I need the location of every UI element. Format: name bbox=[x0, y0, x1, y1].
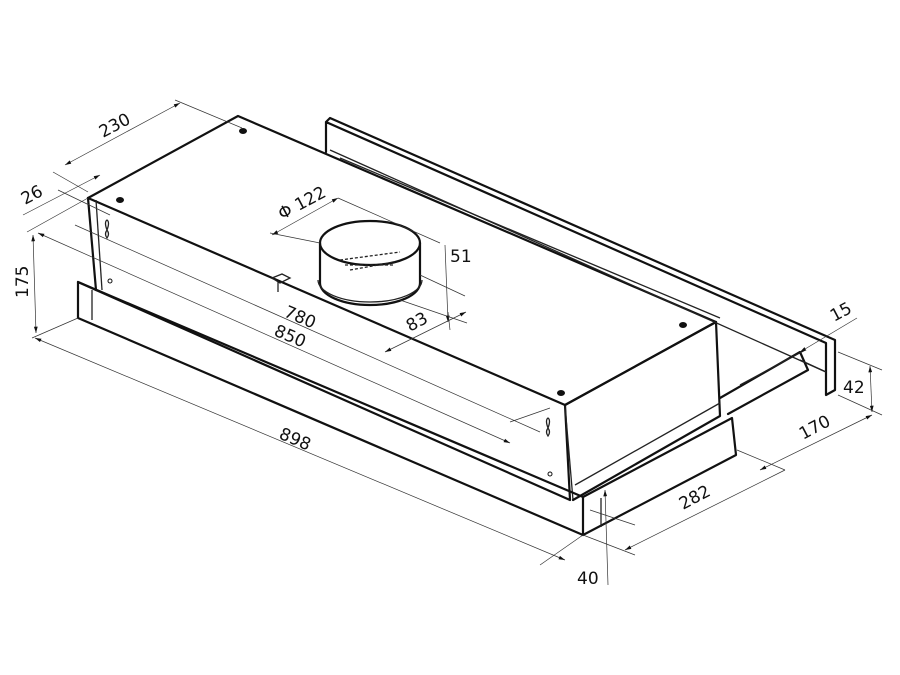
dim-15: 15 bbox=[827, 299, 855, 327]
keyhole-right-icon bbox=[545, 417, 551, 438]
duct-collar bbox=[317, 219, 423, 307]
keyhole-left-icon bbox=[104, 219, 110, 240]
dim-230: 230 bbox=[96, 110, 134, 143]
dim-40: 40 bbox=[577, 569, 599, 589]
dimension-lines bbox=[22, 99, 883, 586]
dim-898: 898 bbox=[276, 424, 314, 455]
dim-175: 175 bbox=[13, 266, 33, 298]
dim-170: 170 bbox=[796, 412, 834, 445]
slide-frame bbox=[324, 116, 837, 416]
dim-83: 83 bbox=[403, 309, 431, 337]
dim-42: 42 bbox=[843, 378, 865, 398]
dim-282: 282 bbox=[676, 482, 714, 515]
dim-51: 51 bbox=[450, 247, 472, 267]
hood-body bbox=[86, 114, 722, 502]
hinge-clip-icon bbox=[270, 273, 292, 292]
